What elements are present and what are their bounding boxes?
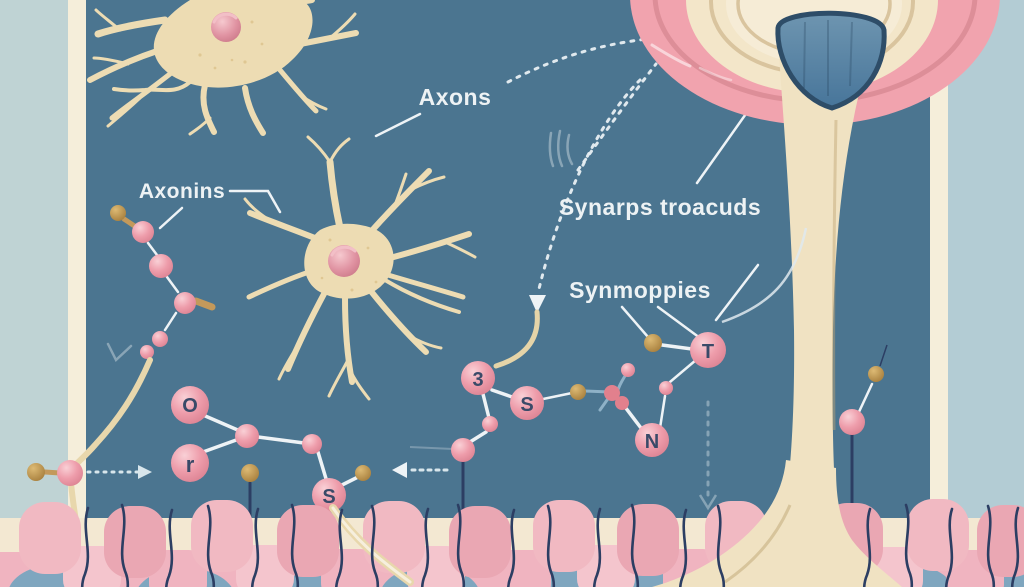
synmoppies-label: Synmoppies [569,277,711,303]
molecule-node [235,424,259,448]
neuron-body [153,0,313,88]
neuron-center [243,135,477,401]
svg-text:r: r [186,452,195,477]
molecule-node-r [171,444,209,482]
pink-bead [140,345,154,359]
brain-core-blue [775,10,887,111]
molecule-node-s [312,478,346,512]
dashed-curve-to-brain-2 [576,62,658,172]
synmoppies-leader-2 [656,305,702,340]
synmoppies-leader-1 [620,305,650,339]
gold-node [241,464,259,482]
axons-leader-line [374,112,422,138]
molecule-node [604,385,620,401]
gold-bead [110,205,126,221]
molecule-node [621,363,635,377]
synmoppies-leader-3 [714,263,760,322]
molecule-node [659,381,673,395]
axons-label: Axons [419,84,492,110]
molecule-network-center: O r S [171,386,371,542]
dashed-curve-to-brain-1 [506,36,660,84]
dashed-curve-down [536,78,642,295]
axonins-label: Axonins [139,180,225,203]
chalk-check-mark [106,342,133,363]
pink-bead [152,331,168,347]
pink-bead [174,292,196,314]
gold-node [355,465,371,481]
gold-bead [27,463,45,481]
molecule-node-t [690,332,726,368]
pink-bead [149,254,173,278]
labels: Axons Axonins Synarps troacuds Synmoppie… [139,84,761,340]
bead-chain-left [27,205,216,530]
molecule-node-s2 [510,386,544,420]
faint-down-arrow [698,400,718,511]
gold-node [644,334,662,352]
molecule-node [302,434,322,454]
down-arrowhead-icon [529,295,546,313]
axonins-leader-line [228,189,282,214]
neuron-top-left [87,0,359,136]
neuron-speckles [320,238,378,292]
molecule-node [482,416,498,432]
molecule-node-n [635,423,669,457]
stem-root-flare [652,460,902,587]
neuron-nucleus [328,245,360,277]
pink-bead [132,221,154,243]
brain [630,0,1000,505]
svg-text:3: 3 [472,369,483,391]
brain-stem [779,55,868,505]
svg-text:T: T [702,341,714,363]
right-dashed-arrow [86,465,152,479]
svg-text:S: S [322,486,335,508]
right-arrowhead-icon [138,465,152,479]
left-arrowhead-icon [392,462,407,478]
pink-bead [57,460,83,486]
pink-bead [839,409,865,435]
axon-curve-to-node [493,309,540,369]
molecule-node [615,396,629,410]
stem-leader-curve [721,227,808,324]
outer-margin-right [948,0,1024,587]
svg-text:S: S [520,394,533,416]
outer-margin-left [0,0,68,587]
molecule-node-o [171,386,209,424]
svg-text:N: N [645,431,659,453]
molecule-node-3 [461,361,495,395]
membrane [0,460,1024,587]
left-dashed-arrow [392,446,454,478]
gold-bead [868,366,884,382]
neuron-nucleus [211,12,241,42]
svg-text:O: O [182,395,198,417]
synarps-label: Synarps troacuds [559,194,761,220]
neuron-speckles [198,20,264,70]
gold-node [570,384,586,400]
molecule-node [451,438,475,462]
